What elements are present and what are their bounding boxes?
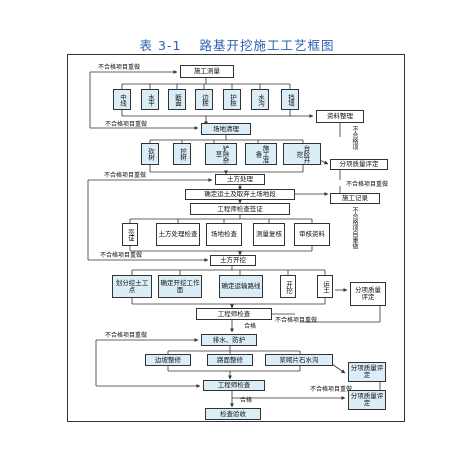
clearing-item-cut-trees: 砍树 <box>141 143 159 165</box>
excavation-item-route: 确定运输路线 <box>219 275 263 298</box>
rubble-ditch-box: 浆砌片石水沟 <box>265 354 333 366</box>
slope-trim-box: 边坡整修 <box>145 354 191 366</box>
survey-item-side-stake: 边桩 <box>195 89 213 110</box>
drainage-box: 排水、防护 <box>201 334 257 346</box>
redo-label: 不合格项目重做 <box>105 332 148 339</box>
excavation-item-label: 开挖 <box>284 280 293 293</box>
excavation-item-face: 确定开挖工作面 <box>158 275 202 298</box>
excavation-item-dig: 开挖 <box>280 275 296 298</box>
acceptance-box: 检查验收 <box>205 408 261 420</box>
title-number: 表 3-1 <box>139 38 182 53</box>
sub-eval-box-3: 分项质量评定 <box>348 362 386 382</box>
inspect-item-survey: 测量复核 <box>253 223 285 246</box>
earthwork-treatment-box: 土方处理 <box>215 174 265 185</box>
clearing-item-dig-trees: 挖树 <box>173 143 191 165</box>
inspect-item-site: 场地检查 <box>206 223 242 246</box>
clearing-item-remove-weeds: 铲除杂草 <box>205 143 237 165</box>
inspect-item-sign: 签证 <box>122 223 138 246</box>
pass-label: 合格 <box>240 397 253 404</box>
survey-item-guard-stake: 护桩 <box>223 89 241 110</box>
clearing-item-label: 铲除杂草 <box>214 145 229 163</box>
site-clearing-box: 场地清理 <box>201 123 251 135</box>
engineer-inspect-box-2: 工程师检查 <box>196 308 272 320</box>
title-text: 路基开挖施工工艺框图 <box>199 38 335 53</box>
engineer-inspect-box-3: 工程师检查 <box>203 380 265 391</box>
clearing-item-preparation: 施工准备 <box>245 143 277 165</box>
redo-label: 不合格项目重做 <box>104 172 147 179</box>
inspect-item-review: 审核资料 <box>294 223 330 246</box>
construction-survey-box: 施工测量 <box>180 65 234 78</box>
clearing-item-label: 台阶开挖 <box>295 145 310 163</box>
page-title: 表 3-1 路基开挖施工工艺框图 <box>0 35 474 54</box>
diagram-frame <box>67 54 405 422</box>
excavation-item-divide: 划分挖土工点 <box>112 275 152 298</box>
sub-eval-box-4: 分项质量评定 <box>348 390 386 410</box>
subgrade-trim-box: 路面整修 <box>207 354 253 366</box>
redo-vertical-label: 不合格项目重做 <box>351 207 358 249</box>
redo-label: 不合格项目重做 <box>310 386 353 393</box>
pass-label: 合格 <box>244 323 257 330</box>
inspect-item-label: 签证 <box>126 228 135 241</box>
excavation-item-label: 运土 <box>321 280 330 293</box>
redo-label: 不合格项目重做 <box>346 181 389 188</box>
clearing-item-label: 施工准备 <box>254 145 269 163</box>
redo-label: 不合格项目重做 <box>105 121 148 128</box>
inspect-item-earthwork: 土方处理检查 <box>156 223 200 246</box>
survey-item-level: 水平 <box>141 89 159 110</box>
earthwork-excavation-box: 土方开挖 <box>210 255 256 266</box>
redo-label: 不合格项目重做 <box>100 252 143 259</box>
survey-item-centerline: 中线 <box>113 89 131 110</box>
survey-item-retaining-wall: 挡墙 <box>281 89 299 110</box>
survey-item-section: 断面 <box>168 89 186 110</box>
construction-record-box: 施工记录 <box>330 193 380 204</box>
sub-eval-box-2: 分项质量评定 <box>350 282 386 306</box>
excavation-item-haul: 运土 <box>317 275 333 298</box>
redo-vertical-label: 不合格项 <box>351 126 358 150</box>
engineer-inspect-box-1: 工程师检查签证 <box>190 203 290 215</box>
clearing-item-step-excavation: 台阶开挖 <box>283 143 321 165</box>
survey-item-ditch: 水沟 <box>251 89 269 110</box>
sub-eval-box-1: 分项质量评定 <box>330 159 388 170</box>
redo-label: 不合格项目重做 <box>275 317 318 324</box>
determine-yard-box: 确定运土及取弃土场地段 <box>185 189 295 200</box>
data-sorting-box: 资料整理 <box>316 110 364 123</box>
redo-label: 不合格项目重做 <box>98 64 141 71</box>
